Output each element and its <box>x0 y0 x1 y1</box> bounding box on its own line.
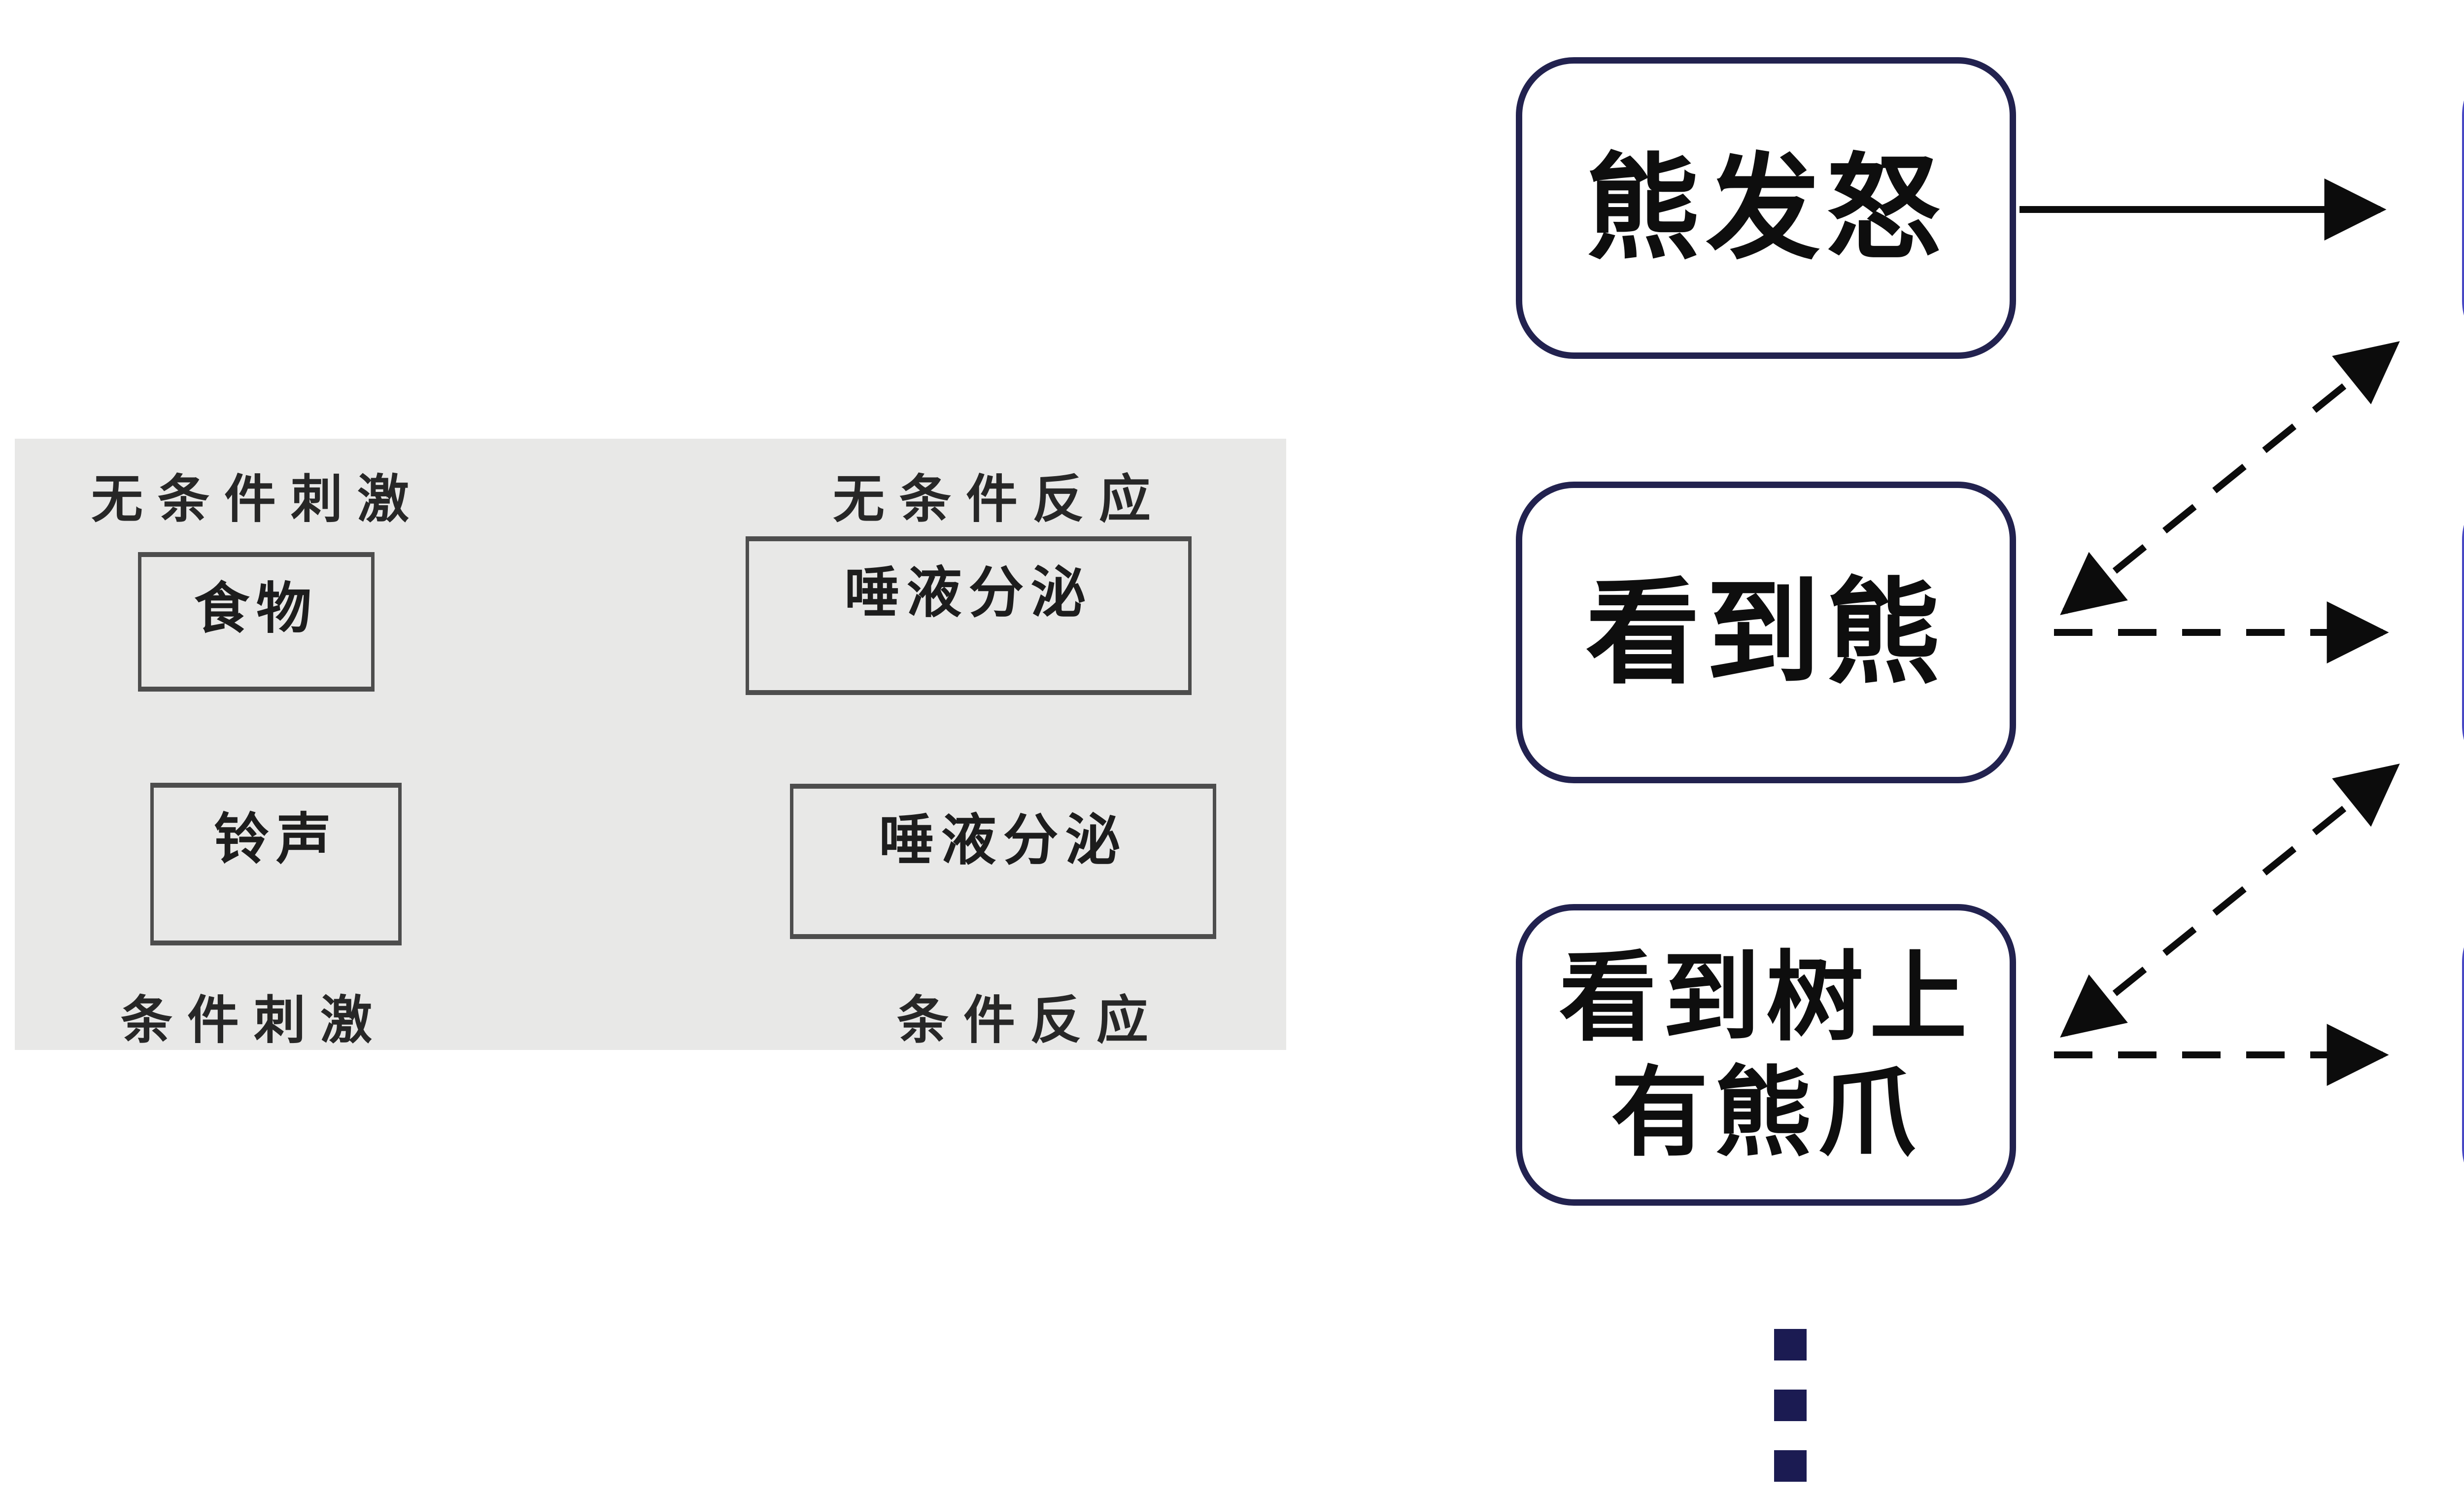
label-conditioned-stimulus: 条件刺激 <box>121 992 387 1049</box>
box-salivation-conditioned: 唾液分泌 <box>790 784 1216 939</box>
box-salivation-unconditioned: 唾液分泌 <box>746 536 1192 695</box>
arrow-see-claw-to-value-next-state-dashed <box>2060 764 2400 1038</box>
box-food: 食物 <box>138 552 375 692</box>
node-see-claw-line1: 看到树上 <box>1559 940 1973 1055</box>
box-salivation-unconditioned-label: 唾液分泌 <box>844 562 1093 624</box>
node-see-claw: 看到树上 有熊爪 <box>1516 904 2016 1206</box>
node-see-bear-label: 看到熊 <box>1585 565 1947 700</box>
node-bear-angry-label: 熊发怒 <box>1585 140 1947 276</box>
label-conditioned-response: 条件反应 <box>897 992 1164 1049</box>
node-bear-angry: 熊发怒 <box>1516 57 2016 359</box>
box-bell: 铃声 <box>150 783 402 945</box>
box-salivation-conditioned-label: 唾液分泌 <box>879 809 1128 871</box>
box-bell-label: 铃声 <box>214 808 338 870</box>
arrow-see-bear-to-reward-dashed <box>2060 341 2400 615</box>
label-unconditioned-response: 无条件反应 <box>833 471 1166 528</box>
node-see-claw-line2: 有熊爪 <box>1610 1055 1921 1170</box>
classical-conditioning-panel: 无条件刺激 无条件反应 食物 唾液分泌 铃声 唾液分泌 条件刺激 条件反应 <box>15 439 1286 1050</box>
node-see-bear: 看到熊 <box>1516 482 2016 783</box>
box-food-label: 食物 <box>194 578 318 639</box>
label-unconditioned-stimulus: 无条件刺激 <box>91 471 424 528</box>
ellipsis-left-icon <box>1774 1329 1807 1482</box>
